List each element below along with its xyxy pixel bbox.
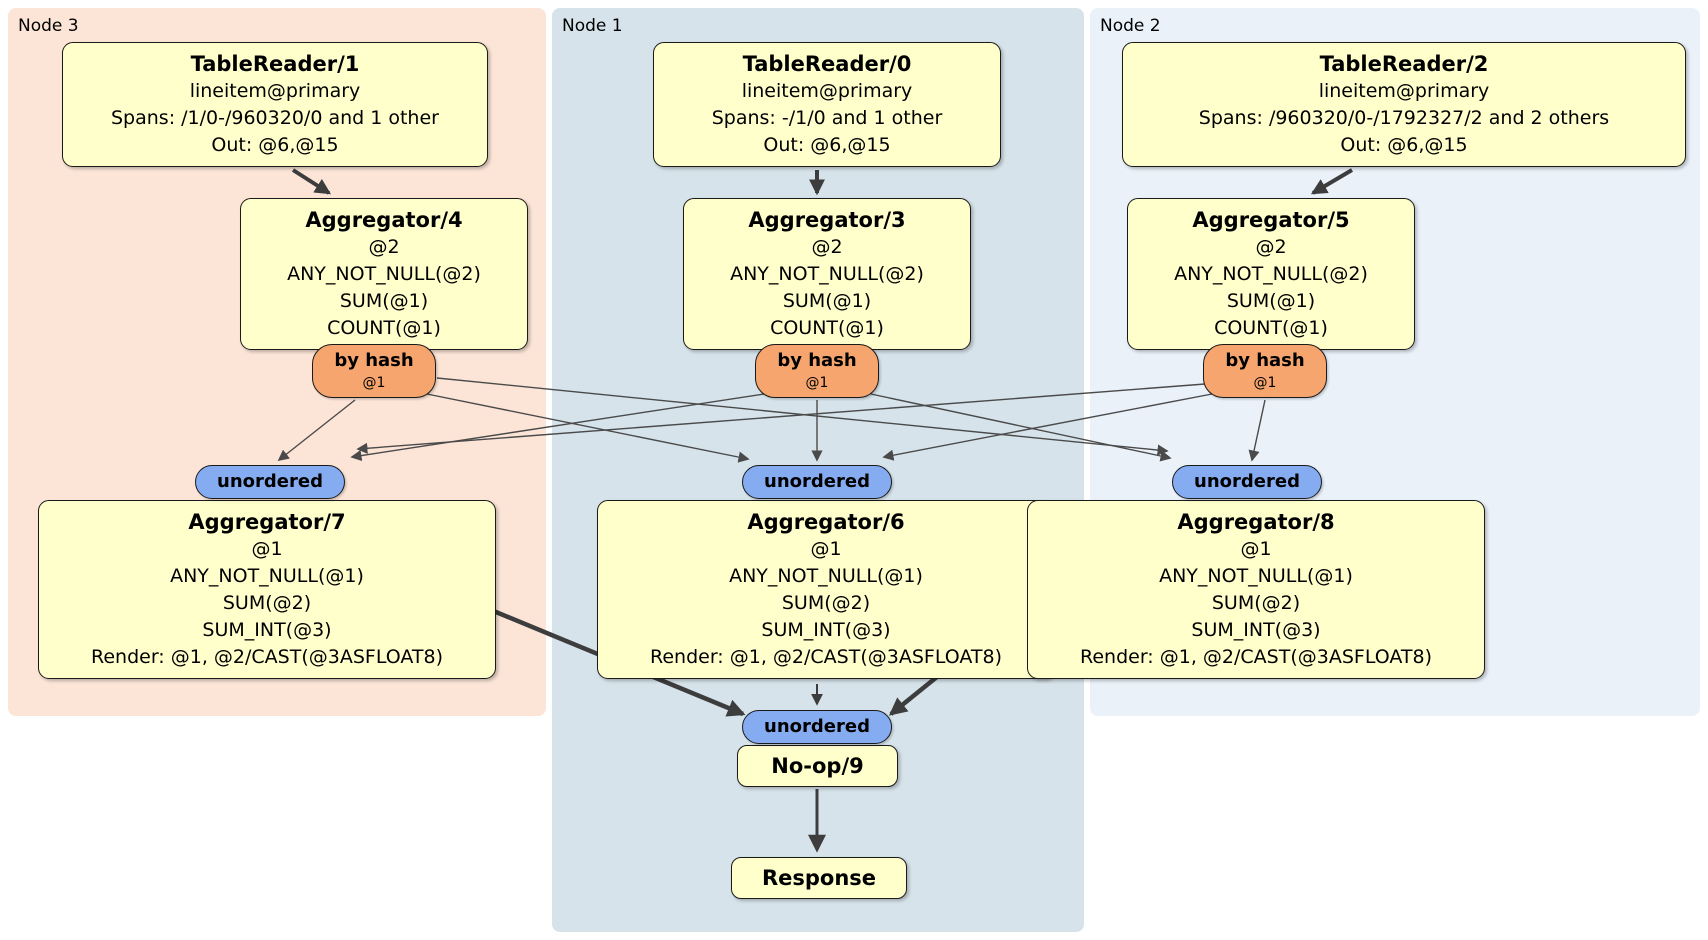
processor-line: SUM_INT(@3) — [1191, 619, 1321, 641]
processor-line: @1 — [251, 538, 283, 560]
processor-aggregator-6: Aggregator/6 @1 ANY_NOT_NULL(@1) SUM(@2)… — [597, 500, 1055, 679]
processor-line: ANY_NOT_NULL(@2) — [730, 263, 924, 285]
router-detail: @1 — [362, 375, 386, 391]
processor-title: TableReader/1 — [190, 52, 360, 76]
processor-line: ANY_NOT_NULL(@1) — [1159, 565, 1353, 587]
edge-tr1-agg4 — [291, 168, 332, 195]
processor-line: lineitem@primary — [741, 80, 913, 102]
processor-line: COUNT(@1) — [1214, 317, 1328, 339]
processor-line: Render: @1, @2/CAST(@3ASFLOAT8) — [650, 646, 1002, 668]
node-2-label: Node 2 — [1100, 16, 1161, 36]
processor-line: SUM(@1) — [1226, 290, 1316, 312]
stream-unordered-final: unordered — [742, 710, 892, 744]
router-by-hash-4: by hash @1 — [312, 344, 436, 398]
processor-aggregator-3: Aggregator/3 @2 ANY_NOT_NULL(@2) SUM(@1)… — [683, 198, 971, 350]
processor-title: TableReader/0 — [742, 52, 912, 76]
processor-tablereader-1: TableReader/1 lineitem@primary Spans: /1… — [62, 42, 488, 167]
processor-noop-9: No-op/9 — [737, 745, 898, 787]
processor-line: @1 — [1240, 538, 1272, 560]
response-node: Response — [731, 857, 907, 899]
node-3-label: Node 3 — [18, 16, 79, 36]
processor-title: Aggregator/7 — [188, 510, 346, 534]
processor-line: ANY_NOT_NULL(@1) — [170, 565, 364, 587]
processor-line: SUM(@1) — [339, 290, 429, 312]
stream-unordered-left: unordered — [195, 465, 345, 499]
node-1-label: Node 1 — [562, 16, 623, 36]
edge-tr2-agg5 — [1310, 168, 1354, 195]
edge-hash2-u3 — [356, 383, 1206, 454]
processor-title: Aggregator/4 — [305, 208, 463, 232]
processor-line: @2 — [811, 236, 843, 258]
processor-aggregator-8: Aggregator/8 @1 ANY_NOT_NULL(@1) SUM(@2)… — [1027, 500, 1485, 679]
processor-aggregator-4: Aggregator/4 @2 ANY_NOT_NULL(@2) SUM(@1)… — [240, 198, 528, 350]
processor-line: SUM_INT(@3) — [761, 619, 891, 641]
edge-hash2-u2 — [1248, 399, 1266, 462]
processor-title: Aggregator/8 — [1177, 510, 1335, 534]
router-by-hash-5: by hash @1 — [1203, 344, 1327, 398]
processor-line: ANY_NOT_NULL(@2) — [287, 263, 481, 285]
router-label: by hash — [1225, 350, 1305, 371]
processor-line: @1 — [810, 538, 842, 560]
processor-line: SUM(@2) — [1211, 592, 1301, 614]
processor-title: TableReader/2 — [1319, 52, 1489, 76]
processor-line: COUNT(@1) — [770, 317, 884, 339]
router-label: by hash — [777, 350, 857, 371]
processor-tablereader-0: TableReader/0 lineitem@primary Spans: -/… — [653, 42, 1001, 167]
edge-hash1-u3 — [350, 393, 765, 462]
router-detail: @1 — [805, 375, 829, 391]
stream-unordered-right: unordered — [1172, 465, 1322, 499]
processor-line: lineitem@primary — [1318, 80, 1490, 102]
processor-line: SUM(@1) — [782, 290, 872, 312]
processor-line: Spans: -/1/0 and 1 other — [711, 107, 943, 129]
processor-line: SUM(@2) — [222, 592, 312, 614]
processor-line: SUM(@2) — [781, 592, 871, 614]
processor-line: @2 — [368, 236, 400, 258]
edge-hash3-u3 — [277, 399, 356, 462]
edge-hash2-u1 — [882, 393, 1213, 461]
stream-unordered-center: unordered — [742, 465, 892, 499]
processor-line: Spans: /960320/0-/1792327/2 and 2 others — [1198, 107, 1610, 129]
processor-title: Aggregator/3 — [748, 208, 906, 232]
processor-title: Aggregator/5 — [1192, 208, 1350, 232]
processor-line: Out: @6,@15 — [1340, 134, 1468, 156]
processor-line: SUM_INT(@3) — [202, 619, 332, 641]
processor-line: ANY_NOT_NULL(@2) — [1174, 263, 1368, 285]
processor-line: Render: @1, @2/CAST(@3ASFLOAT8) — [91, 646, 443, 668]
processor-line: Spans: /1/0-/960320/0 and 1 other — [111, 107, 439, 129]
processor-line: Out: @6,@15 — [211, 134, 339, 156]
edge-hash3-u1 — [421, 392, 750, 463]
processor-tablereader-2: TableReader/2 lineitem@primary Spans: /9… — [1122, 42, 1686, 167]
processor-line: Out: @6,@15 — [763, 134, 891, 156]
processor-line: @2 — [1255, 236, 1287, 258]
processor-aggregator-5: Aggregator/5 @2 ANY_NOT_NULL(@2) SUM(@1)… — [1127, 198, 1415, 350]
router-detail: @1 — [1253, 375, 1277, 391]
edge-hash1-u2 — [870, 393, 1172, 462]
processor-title: Aggregator/6 — [747, 510, 905, 534]
router-by-hash-3: by hash @1 — [755, 344, 879, 398]
processor-line: Render: @1, @2/CAST(@3ASFLOAT8) — [1080, 646, 1432, 668]
processor-line: lineitem@primary — [189, 80, 361, 102]
processor-line: COUNT(@1) — [327, 317, 441, 339]
router-label: by hash — [334, 350, 414, 371]
processor-line: ANY_NOT_NULL(@1) — [729, 565, 923, 587]
processor-aggregator-7: Aggregator/7 @1 ANY_NOT_NULL(@1) SUM(@2)… — [38, 500, 496, 679]
